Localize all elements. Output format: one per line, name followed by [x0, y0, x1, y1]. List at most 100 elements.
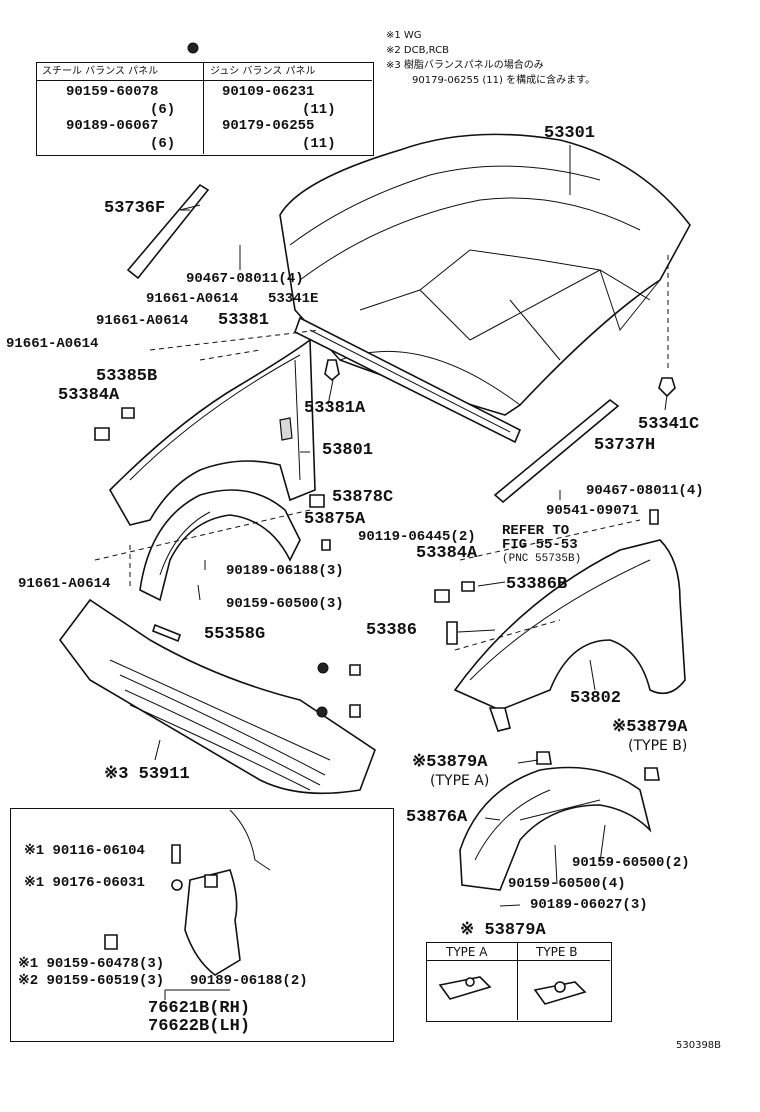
label-53384a2: 53384A	[416, 544, 478, 563]
clip-53385b	[121, 407, 135, 419]
label-53385b: 53385B	[96, 367, 158, 386]
table-col2-part1: 90109-06231	[222, 84, 315, 100]
bolt-90541	[649, 509, 659, 525]
label-53879a-a: ※53879A	[412, 753, 488, 772]
clip-53381a	[324, 359, 340, 382]
inset-label-1: ※1 90116-06104	[24, 843, 145, 859]
inset-label-2: ※1 90176-06031	[24, 875, 145, 891]
label-90159c: 90159-60500(4)	[508, 876, 626, 892]
clip-53386b	[461, 581, 475, 592]
label-refer-2: FIG 55-53	[502, 537, 578, 553]
label-53879a-c: ※ 53879A	[460, 921, 546, 940]
bolt-grille-2	[316, 704, 361, 718]
table-col2-qty1: (11)	[302, 102, 336, 118]
note-1: ※1 WG	[386, 30, 422, 41]
label-90159b: 90159-60500(2)	[572, 855, 690, 871]
table-col2-header: ジュシ バランス パネル	[210, 66, 316, 77]
label-53736f: 53736F	[104, 199, 166, 218]
label-53802: 53802	[570, 689, 622, 708]
label-refer-3: (PNC 55735B)	[502, 553, 582, 565]
clip-53879a-typeb	[644, 767, 660, 781]
mudflap-76621b	[184, 809, 271, 976]
label-53879a-b: ※53879A	[612, 718, 688, 737]
grille-53911	[59, 598, 376, 795]
table-col1-header: スチール バランス パネル	[42, 66, 159, 77]
label-90467b: 90467-08011(4)	[586, 483, 704, 499]
diagram-code: 530398B	[676, 1040, 722, 1051]
screw-90159	[104, 934, 118, 950]
label-91661b: 91661-A0614	[96, 313, 189, 329]
liner-53875a	[139, 489, 301, 602]
inset-label-6: 76621B(RH)	[148, 999, 251, 1018]
table-header-line	[36, 80, 372, 81]
clip-53384a-left	[94, 427, 110, 441]
bolt-90116	[171, 844, 181, 864]
label-91661d: 91661-A0614	[18, 576, 111, 592]
label-90189b: 90189-06027(3)	[530, 897, 648, 913]
clip-53879a-typea	[536, 751, 552, 765]
label-53301: 53301	[544, 124, 596, 143]
label-53878c: 53878C	[332, 488, 394, 507]
type-b-clip-icon	[533, 981, 587, 1005]
bolt-icon-top	[187, 42, 199, 54]
table-col1-qty2: (6)	[150, 136, 176, 152]
clip-53384a-right	[434, 589, 450, 603]
label-53875a: 53875A	[304, 510, 366, 529]
table-col2-part2: 90179-06255	[222, 118, 315, 134]
table-col1-part2: 90189-06067	[66, 118, 159, 134]
washer-90176	[171, 879, 183, 891]
label-53381: 53381	[218, 311, 270, 330]
balance-panel-table	[36, 62, 374, 156]
strip-55358g	[152, 623, 181, 643]
type-table-header-line	[426, 960, 610, 961]
inset-label-7: 76622B(LH)	[148, 1017, 251, 1036]
label-refer-1: REFER TO	[502, 523, 570, 539]
label-91661a: 91661-A0614	[146, 291, 239, 307]
mudflap-inset	[10, 808, 394, 1042]
clip-53386	[446, 621, 458, 645]
seal-53381	[294, 316, 522, 444]
label-53341e: 53341E	[268, 291, 319, 307]
label-type-b: (TYPE B)	[628, 738, 688, 754]
inset-label-3: ※1 90159-60478(3)	[18, 956, 165, 972]
type-b-header: TYPE B	[536, 945, 578, 959]
table-col1-qty1: (6)	[150, 102, 176, 118]
liner-53876a	[459, 766, 652, 891]
strip-53737h	[493, 398, 620, 504]
note-3: ※3 樹脂バランスパネルの場合のみ	[386, 60, 544, 71]
label-type-a: (TYPE A)	[430, 773, 490, 789]
fender-apron-53801	[109, 338, 316, 526]
table-divider	[203, 62, 204, 154]
label-53737h: 53737H	[594, 436, 656, 455]
label-53381a: 53381A	[304, 399, 366, 418]
label-91661c: 91661-A0614	[6, 336, 99, 352]
label-53384a: 53384A	[58, 386, 120, 405]
label-90189a: 90189-06188(3)	[226, 563, 344, 579]
clip-53341c	[658, 377, 676, 398]
label-53876a: 53876A	[406, 808, 468, 827]
hood-53301	[279, 133, 691, 416]
clip-53878c	[309, 494, 325, 508]
type-table	[426, 942, 612, 1022]
inset-label-4: ※2 90159-60519(3)	[18, 973, 165, 989]
label-55358g: 55358G	[204, 625, 266, 644]
label-90467a: 90467-08011(4)	[186, 271, 304, 287]
bolt-90119	[321, 539, 331, 551]
label-53386b: 53386B	[506, 575, 568, 594]
strip-53736f	[126, 183, 210, 280]
label-53341c: 53341C	[638, 415, 700, 434]
label-53911: ※3 53911	[104, 765, 190, 784]
label-90159a: 90159-60500(3)	[226, 596, 344, 612]
type-table-divider	[517, 942, 518, 1020]
label-53386: 53386	[366, 621, 418, 640]
type-a-header: TYPE A	[446, 945, 488, 959]
bolt-grille-1	[317, 662, 361, 676]
type-a-clip-icon	[438, 976, 492, 1000]
table-col2-qty2: (11)	[302, 136, 336, 152]
fender-53802	[453, 539, 686, 732]
label-90119: 90119-06445(2)	[358, 529, 476, 545]
inset-label-5: 90189-06188(2)	[190, 973, 308, 989]
note-2: ※2 DCB,RCB	[386, 45, 449, 56]
table-col1-part1: 90159-60078	[66, 84, 159, 100]
